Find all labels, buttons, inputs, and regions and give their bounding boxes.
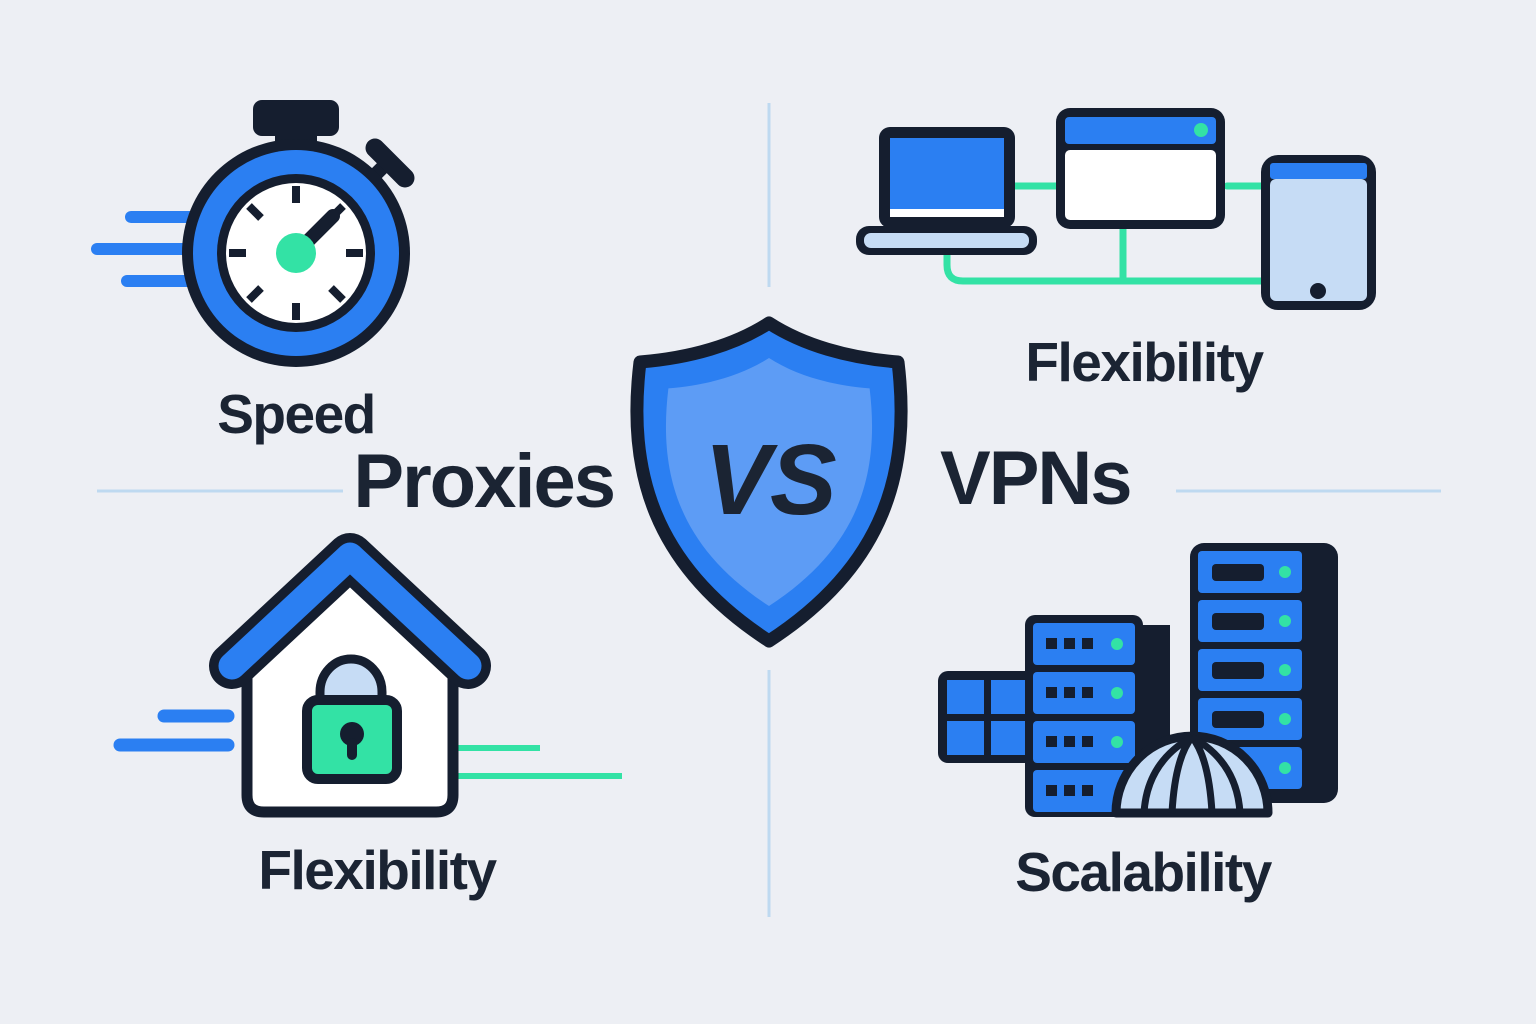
quadrant-label-speed: Speed xyxy=(217,383,376,445)
quadrant-label-scalability: Scalability xyxy=(1015,841,1272,903)
stopwatch-top-button xyxy=(253,100,339,136)
dome-icon xyxy=(1111,731,1273,818)
title-proxies: Proxies xyxy=(353,439,616,524)
stopwatch-center-dot xyxy=(276,233,316,273)
laptop-icon xyxy=(856,127,1037,255)
tablet-home-button xyxy=(1310,283,1326,299)
quadrant-label-flexibility-bottom: Flexibility xyxy=(258,839,497,901)
devices-network-icon xyxy=(856,108,1376,310)
divider-lines xyxy=(97,103,1441,917)
padlock-icon xyxy=(302,654,402,784)
keyhole xyxy=(340,722,364,746)
quadrant-label-flexibility-top: Flexibility xyxy=(1025,331,1264,393)
vs-shield-icon xyxy=(630,316,908,648)
browser-dot xyxy=(1194,123,1208,137)
vs-label: VS xyxy=(704,424,836,536)
browser-window-icon xyxy=(1056,108,1225,229)
house-speed-lines xyxy=(113,709,622,779)
house-lock-icon xyxy=(113,533,622,818)
server-block-grid xyxy=(938,671,1036,763)
title-vpns: VPNs xyxy=(940,436,1133,521)
server-stack-icon xyxy=(938,543,1338,818)
tablet-icon xyxy=(1261,155,1376,310)
stopwatch-icon xyxy=(91,100,415,367)
network-connector-lines xyxy=(943,182,1267,285)
server-tower-right xyxy=(1190,543,1338,803)
